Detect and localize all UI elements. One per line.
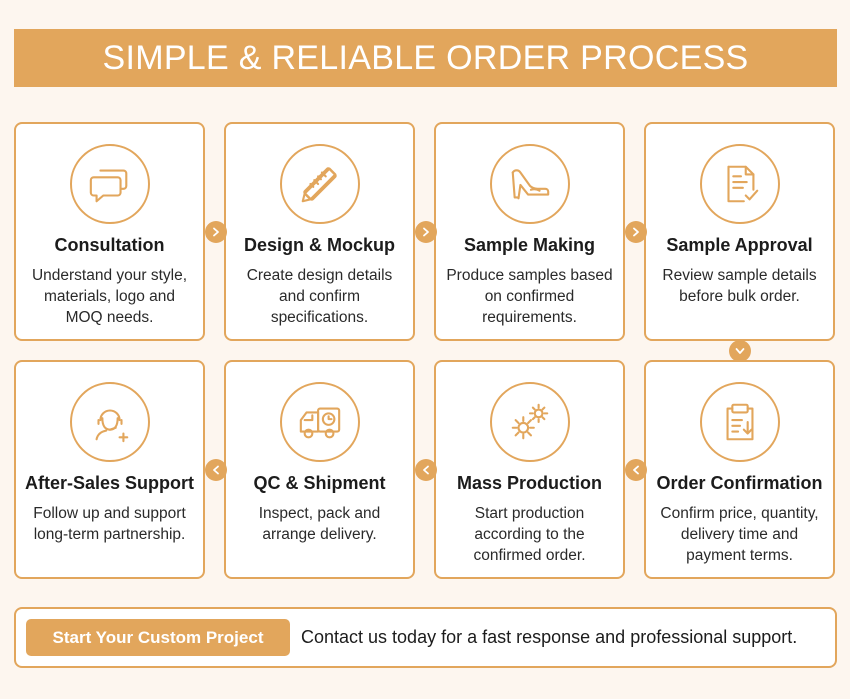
- step-title: Consultation: [54, 235, 165, 255]
- step-title: After-Sales Support: [24, 473, 195, 493]
- delivery-truck-icon: [279, 382, 360, 462]
- step-title: Design & Mockup: [243, 235, 395, 255]
- start-project-button[interactable]: Start Your Custom Project: [26, 619, 290, 656]
- arrow-left-icon: [205, 459, 227, 481]
- chat-bubbles-icon: [69, 144, 150, 224]
- gears-icon: [489, 382, 570, 462]
- arrow-left-icon: [625, 459, 647, 481]
- step-description: Confirm price, quantity, delivery time a…: [660, 505, 819, 564]
- step-description: Review sample details before bulk order.: [662, 267, 817, 305]
- step-card-order-confirmation: Order Confirmation Confirm price, quanti…: [644, 360, 835, 579]
- step-title: Mass Production: [456, 473, 603, 493]
- step-description: Start production according to the confir…: [473, 505, 586, 564]
- step-title: QC & Shipment: [253, 473, 386, 493]
- step-card-consultation: Consultation Understand your style, mate…: [14, 122, 205, 341]
- arrow-right-icon: [415, 221, 437, 243]
- document-check-icon: [699, 144, 780, 224]
- high-heel-shoe-icon: [489, 144, 570, 224]
- arrow-left-icon: [415, 459, 437, 481]
- cta-bar: Start Your Custom Project Contact us tod…: [14, 607, 837, 668]
- step-title: Sample Approval: [666, 235, 813, 255]
- title-banner: SIMPLE & RELIABLE ORDER PROCESS: [14, 29, 837, 87]
- step-description: Create design details and confirm specif…: [246, 267, 393, 326]
- step-card-sample-approval: Sample Approval Review sample details be…: [644, 122, 835, 341]
- step-description: Follow up and support long-term partners…: [33, 505, 186, 543]
- arrow-down-icon: [729, 340, 751, 362]
- page-title: SIMPLE & RELIABLE ORDER PROCESS: [102, 38, 749, 77]
- step-card-sample-making: Sample Making Produce samples based on c…: [434, 122, 625, 341]
- step-description: Produce samples based on confirmed requi…: [446, 267, 613, 326]
- step-card-design-mockup: Design & Mockup Create design details an…: [224, 122, 415, 341]
- support-agent-icon: [69, 382, 150, 462]
- step-card-mass-production: Mass Production Start production accordi…: [434, 360, 625, 579]
- clipboard-download-icon: [699, 382, 780, 462]
- step-description: Inspect, pack and arrange delivery.: [258, 505, 381, 543]
- arrow-right-icon: [625, 221, 647, 243]
- step-title: Sample Making: [463, 235, 596, 255]
- arrow-right-icon: [205, 221, 227, 243]
- ruler-pencil-icon: [279, 144, 360, 224]
- cta-text: Contact us today for a fast response and…: [301, 627, 798, 647]
- step-title: Order Confirmation: [656, 473, 823, 493]
- step-card-qc-shipment: QC & Shipment Inspect, pack and arrange …: [224, 360, 415, 579]
- step-card-after-sales-support: After-Sales Support Follow up and suppor…: [14, 360, 205, 579]
- step-description: Understand your style, materials, logo a…: [31, 267, 188, 326]
